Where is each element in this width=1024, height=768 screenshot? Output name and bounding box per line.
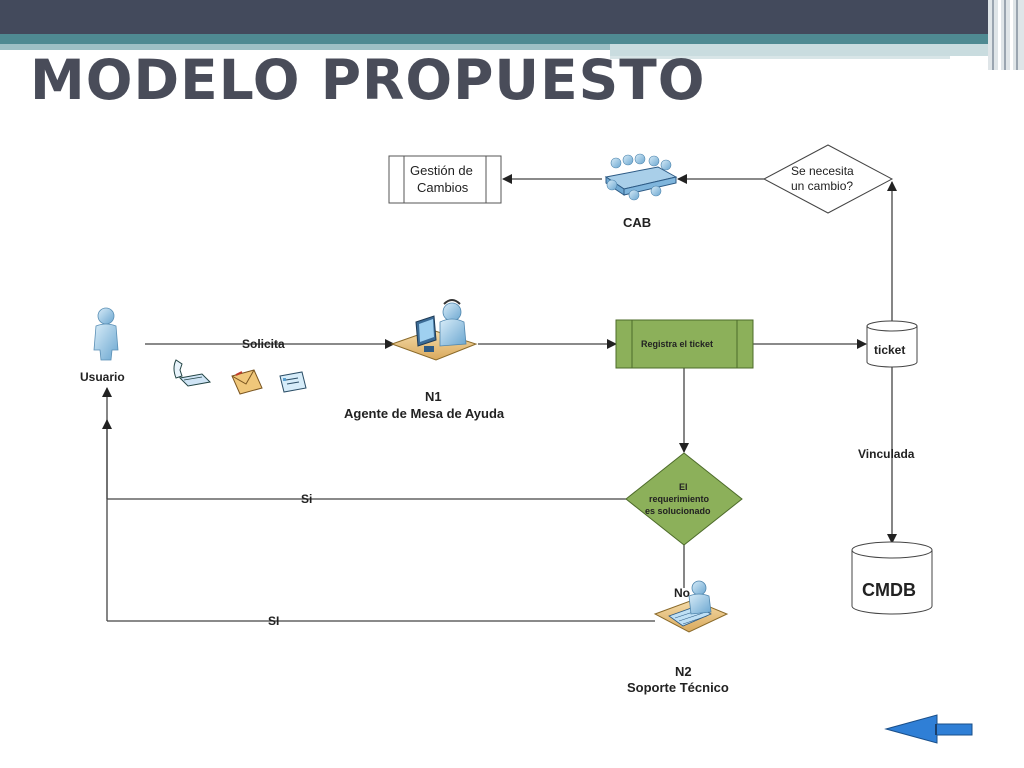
- n1-level: N1: [425, 389, 442, 404]
- gestion-cambios-line2: Cambios: [417, 180, 469, 195]
- gestion-cambios-process: [388, 155, 502, 204]
- user-icon: [93, 307, 119, 361]
- si-label: Si: [301, 492, 312, 506]
- cambio-decision-line1: Se necesita: [791, 164, 854, 178]
- ticket-label: ticket: [874, 343, 905, 357]
- header-accent-bar-right: [610, 44, 1024, 56]
- header-bar: [0, 0, 1024, 34]
- helpdesk-agent-icon: [390, 299, 478, 361]
- no-label: No: [674, 586, 690, 600]
- cambio-decision-diamond: [762, 144, 894, 214]
- ticket-database-icon: [866, 320, 918, 368]
- cab-label: CAB: [623, 215, 651, 230]
- header-stripes: [988, 0, 1024, 70]
- registra-ticket-label: Registra el ticket: [641, 339, 713, 349]
- header-accent-bar: [0, 34, 1024, 44]
- phone-icon: [173, 359, 212, 387]
- usuario-label: Usuario: [80, 370, 125, 384]
- email-icon: [231, 369, 263, 395]
- n2-role: Soporte Técnico: [627, 680, 729, 695]
- card-icon: [279, 371, 307, 393]
- requerimiento-line3: es solucionado: [645, 506, 711, 516]
- back-arrow-icon[interactable]: [884, 714, 973, 744]
- technical-support-icon: [653, 580, 729, 633]
- si-upper-label: SI: [268, 614, 279, 628]
- page-title: MODELO PROPUESTO: [30, 48, 706, 112]
- cmdb-label: CMDB: [862, 580, 916, 600]
- n1-role: Agente de Mesa de Ayuda: [344, 406, 505, 421]
- requerimiento-decision-diamond: [625, 452, 743, 546]
- header-accent-line: [610, 56, 950, 59]
- registra-ticket-process: [615, 319, 754, 369]
- n2-level: N2: [675, 664, 692, 679]
- cab-meeting-icon: [604, 153, 678, 201]
- header-accent-bar-light: [0, 44, 610, 50]
- connectors: [102, 174, 897, 622]
- requerimiento-line2: requerimiento: [649, 494, 710, 504]
- solicita-label: Solicita: [242, 337, 285, 351]
- requerimiento-line1: El: [679, 482, 688, 492]
- cmdb-database-icon: [851, 541, 933, 615]
- vinculada-label: Vinculada: [858, 447, 915, 461]
- cambio-decision-line2: un cambio?: [791, 179, 853, 193]
- gestion-cambios-line1: Gestión de: [410, 163, 473, 178]
